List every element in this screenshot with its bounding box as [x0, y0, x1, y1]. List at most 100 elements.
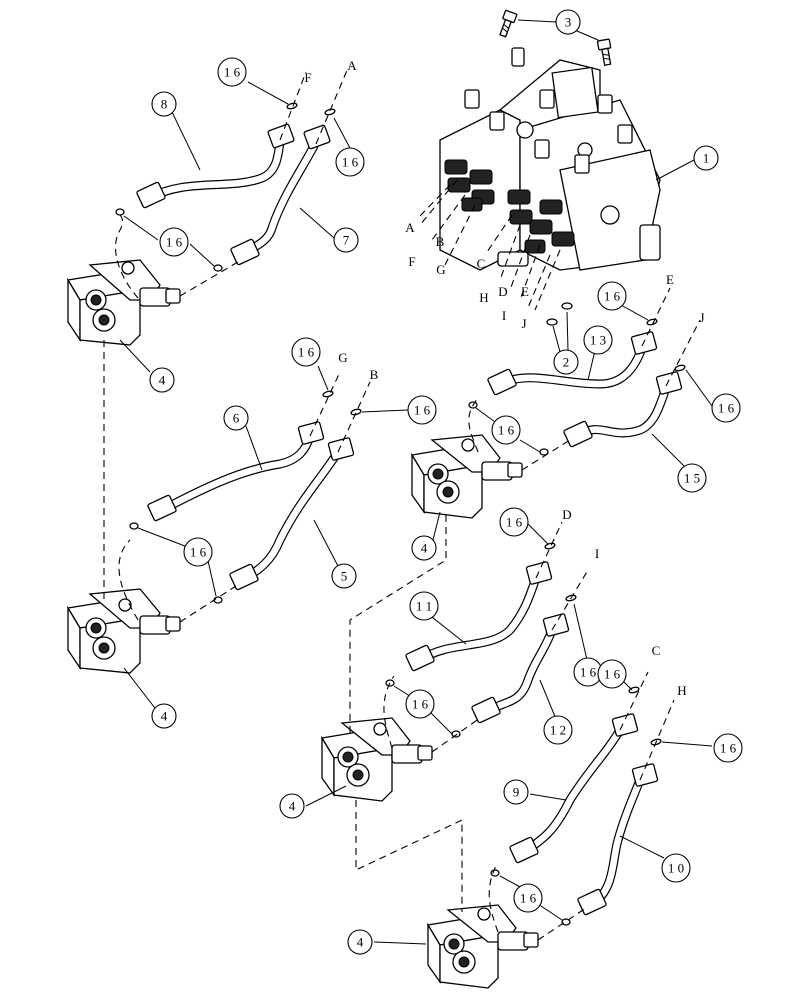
valve-port-i: I — [502, 308, 506, 323]
balloon-2: 2 — [553, 349, 579, 375]
svg-text:1 6: 1 6 — [166, 235, 183, 250]
valve-fitting-cluster-right — [507, 189, 575, 254]
mounting-bolts — [499, 9, 612, 66]
tube-5 — [229, 437, 355, 591]
svg-text:1 0: 1 0 — [668, 861, 684, 876]
svg-text:8: 8 — [161, 97, 168, 112]
balloon-13: 1 3 — [583, 325, 613, 355]
balloon-11: 1 1 — [409, 591, 439, 621]
letter-e: E — [666, 272, 674, 287]
valve-port-j: J — [521, 316, 526, 331]
svg-text:1 6: 1 6 — [720, 741, 737, 756]
section-alignment-lines — [103, 340, 463, 912]
balloon-5: 5 — [331, 563, 357, 589]
svg-text:6: 6 — [233, 411, 240, 426]
tube-7 — [230, 124, 331, 266]
tube-12 — [471, 613, 570, 724]
svg-text:4: 4 — [159, 373, 166, 388]
tube-11 — [405, 561, 553, 672]
letter-f: F — [304, 70, 311, 85]
balloon-12: 1 2 — [543, 715, 573, 745]
svg-text:1 3: 1 3 — [590, 333, 606, 348]
balloon-15: 1 5 — [677, 463, 707, 493]
svg-text:1 6: 1 6 — [604, 667, 621, 682]
letter-j: J — [699, 310, 704, 325]
tube-15 — [563, 371, 683, 448]
valve-port-d: D — [498, 284, 507, 299]
letter-i: I — [595, 546, 599, 561]
valve-port-f: F — [408, 254, 415, 269]
svg-text:1 6: 1 6 — [718, 401, 735, 416]
svg-text:4: 4 — [421, 541, 428, 556]
leader-lines — [119, 19, 713, 945]
svg-text:1 6: 1 6 — [506, 515, 523, 530]
svg-text:1 6: 1 6 — [414, 403, 431, 418]
letter-h: H — [677, 683, 686, 698]
svg-text:4: 4 — [357, 935, 364, 950]
balloon-16-k: 1 6 — [573, 657, 603, 687]
svg-text:1: 1 — [703, 151, 710, 166]
tube-6 — [147, 421, 325, 522]
balloon-16-i: 1 6 — [491, 415, 521, 445]
valve-port-h: H — [479, 290, 488, 305]
valve-port-e: E — [521, 284, 529, 299]
letter-d: D — [562, 507, 571, 522]
svg-text:1 6: 1 6 — [412, 697, 429, 712]
balloons: 3 1 2 8 7 1 6 1 6 1 6 4 6 5 1 6 1 6 1 6 … — [149, 9, 743, 955]
tube-10 — [577, 763, 659, 916]
svg-text:1 2: 1 2 — [550, 723, 566, 738]
svg-text:4: 4 — [289, 799, 296, 814]
valve-port-g: G — [436, 262, 445, 277]
tube-centerlines — [115, 67, 701, 941]
balloon-16-l: 1 6 — [405, 689, 435, 719]
valve-port-letters: A B F G C D E H I J — [405, 220, 529, 331]
section-block-3 — [410, 434, 523, 519]
tube-9 — [509, 713, 639, 864]
balloon-7: 7 — [333, 227, 359, 253]
balloon-16-d: 1 6 — [291, 337, 321, 367]
svg-text:1 6: 1 6 — [520, 891, 537, 906]
valve-top-fittings — [464, 47, 633, 174]
balloon-16-m: 1 6 — [597, 659, 627, 689]
svg-text:7: 7 — [343, 233, 350, 248]
letter-c: C — [652, 643, 661, 658]
balloon-16-g: 1 6 — [597, 281, 627, 311]
svg-text:1 6: 1 6 — [342, 155, 359, 170]
balloon-16-n: 1 6 — [713, 733, 743, 763]
section-block-2 — [66, 588, 181, 674]
svg-text:1 6: 1 6 — [580, 665, 597, 680]
balloon-6: 6 — [223, 405, 249, 431]
balloon-3: 3 — [555, 9, 581, 35]
balloon-16-a: 1 6 — [217, 57, 247, 87]
o-rings-item-16 — [115, 102, 686, 926]
balloon-4-e: 4 — [347, 929, 373, 955]
section-block-1 — [66, 259, 181, 346]
balloon-4-a: 4 — [149, 367, 175, 393]
balloon-16-h: 1 6 — [711, 393, 741, 423]
svg-text:1 6: 1 6 — [224, 65, 241, 80]
letter-b: B — [370, 367, 379, 382]
section-block-4 — [320, 717, 433, 802]
valve-port-b: B — [436, 234, 445, 249]
balloon-4-b: 4 — [151, 703, 177, 729]
svg-text:4: 4 — [161, 709, 168, 724]
valve-port-c: C — [477, 256, 486, 271]
balloon-9: 9 — [503, 779, 529, 805]
valve-fitting-cluster-left — [444, 159, 495, 212]
balloon-16-e: 1 6 — [407, 395, 437, 425]
svg-text:1 6: 1 6 — [298, 345, 315, 360]
o-rings-item-2 — [546, 302, 573, 326]
svg-text:1 1: 1 1 — [416, 599, 432, 614]
balloon-4-d: 4 — [279, 793, 305, 819]
balloon-16-c: 1 6 — [159, 227, 189, 257]
control-valve-assembly — [439, 47, 661, 271]
svg-text:1 6: 1 6 — [190, 545, 207, 560]
svg-text:5: 5 — [341, 569, 348, 584]
centerline-letters: F A G B E J D I C H — [304, 58, 704, 698]
balloon-4-c: 4 — [411, 535, 437, 561]
balloon-16-f: 1 6 — [183, 537, 213, 567]
svg-text:2: 2 — [563, 355, 570, 370]
valve-port-leaders — [417, 179, 561, 311]
balloon-16-j: 1 6 — [499, 507, 529, 537]
